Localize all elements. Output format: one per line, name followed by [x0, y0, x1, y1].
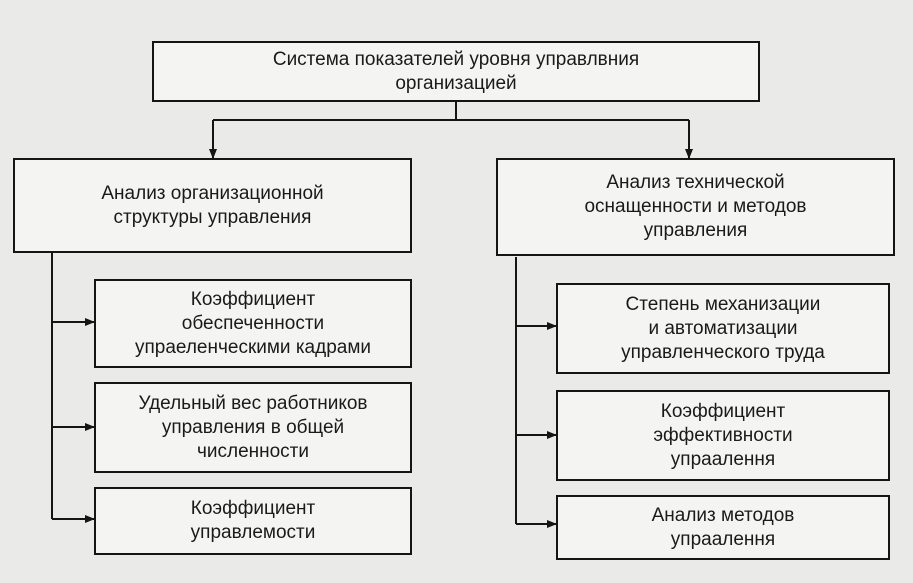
right-branch-header: Анализ технической оснащенности и методо…: [496, 158, 895, 256]
left-item-3: Коэффициент управлемости: [94, 487, 412, 555]
left-item-3-label: Коэффициент управлемости: [190, 498, 316, 543]
root-node-label: Система показателей уровня управлвния ор…: [272, 48, 640, 94]
left-item-1-label: Коэффициент обеспеченности упраеленчески…: [134, 288, 372, 358]
left-item-2-label: Удельный вес работников управления в общ…: [138, 392, 368, 462]
root-node: Система показателей уровня управлвния ор…: [152, 41, 760, 102]
right-item-3: Анализ методов упраалення: [556, 495, 890, 560]
right-item-1: Степень механизации и автоматизации упра…: [556, 283, 890, 374]
left-item-1: Коэффициент обеспеченности упраеленчески…: [94, 279, 412, 368]
left-item-2: Удельный вес работников управления в общ…: [94, 382, 412, 473]
right-item-1-label: Степень механизации и автоматизации упра…: [621, 293, 825, 363]
right-item-2: Коэффициент эффективности упраалення: [556, 390, 890, 481]
right-item-2-label: Коэффициент эффективности упраалення: [653, 400, 793, 470]
right-branch-header-label: Анализ технической оснащенности и методо…: [584, 172, 807, 241]
right-item-3-label: Анализ методов упраалення: [651, 504, 795, 550]
left-branch-header: Анализ организационной структуры управле…: [13, 158, 412, 253]
left-branch-header-label: Анализ организационной структуры управле…: [101, 182, 324, 228]
